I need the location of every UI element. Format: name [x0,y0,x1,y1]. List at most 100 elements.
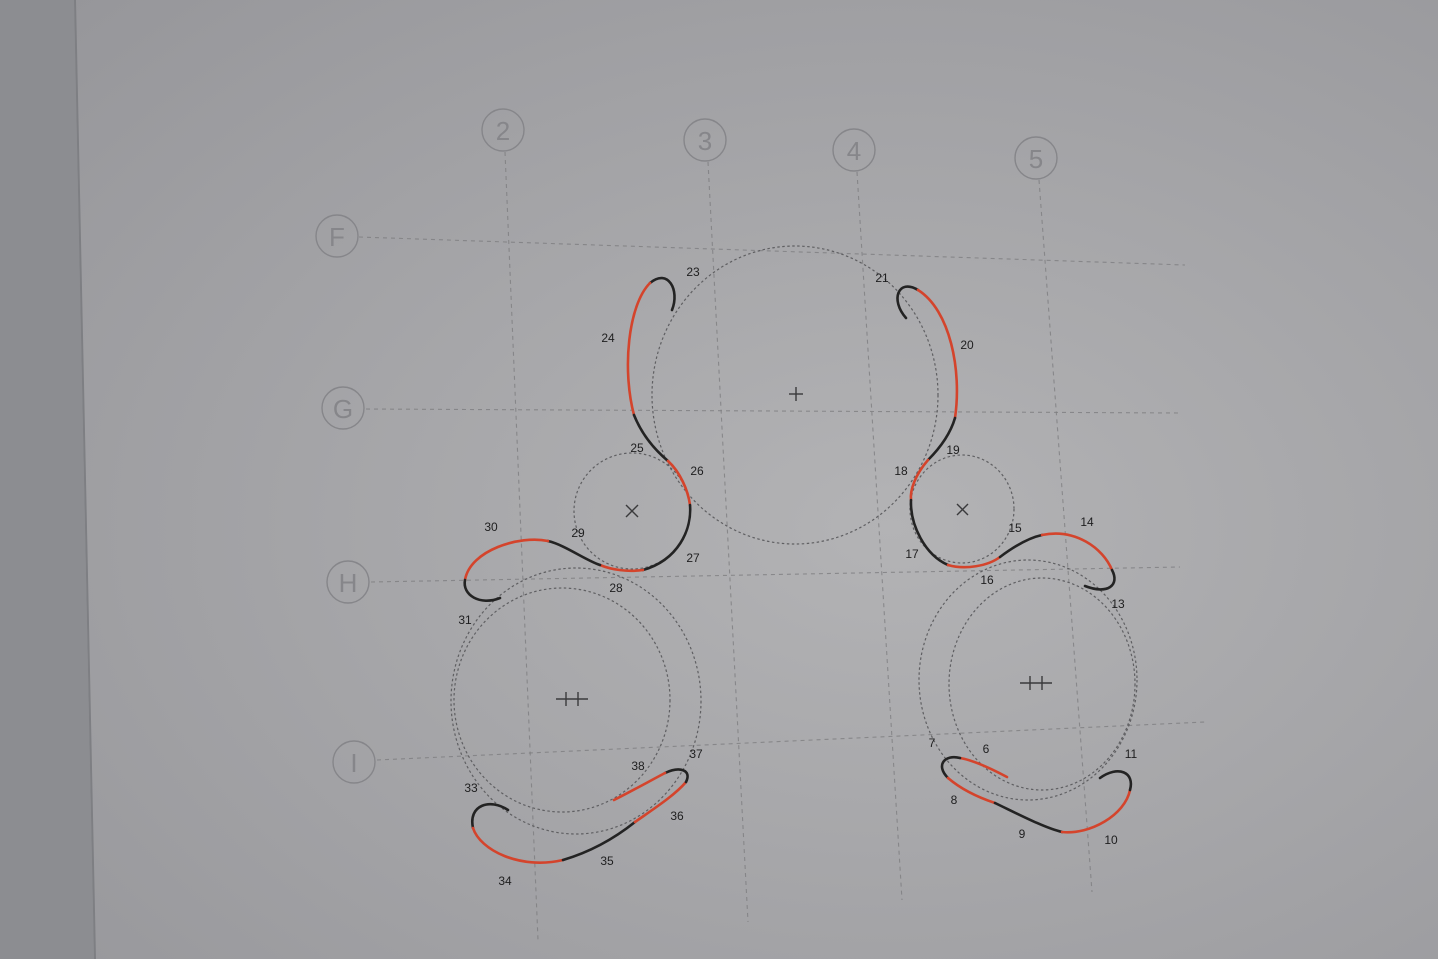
lower-right-inner-circle [948,577,1136,791]
axis-label: 4 [847,136,861,166]
point-label: 36 [670,809,684,823]
point-label: 24 [601,331,615,345]
curve-segment-red [626,281,652,417]
curve-segment-black [632,413,670,463]
curve-segment-black [546,539,602,567]
curve-chain-lower-right [940,755,1133,834]
axis-bubble [683,118,727,162]
point-label: 38 [631,759,645,773]
gridline-row-f [358,236,1186,266]
curve-segment-red [916,288,959,420]
curve-segment-black [470,802,510,830]
center-double-plus-icon [556,692,588,706]
point-label: 29 [571,526,585,540]
axis-bubble [832,128,876,172]
point-label: 30 [484,520,498,534]
curve-segment-red [463,538,550,582]
point-label: 11 [1125,747,1138,761]
axis-label: 2 [496,116,510,146]
grid-column-label-3: 3 [683,118,727,162]
page-edge [74,0,96,959]
grid-column-label-5: 5 [1014,136,1058,180]
grid-column-label-2: 2 [481,108,525,152]
curve-segment-red [666,459,692,507]
point-label: 18 [894,464,908,478]
point-label: 6 [983,742,990,756]
axis-bubble [315,214,359,258]
axis-label: 3 [698,126,712,156]
curve-segment-red [598,563,645,573]
point-label: 8 [951,793,958,807]
point-label: 37 [689,747,703,761]
curve-segment-black [1098,770,1133,792]
point-label: 16 [980,573,994,587]
point-label: 14 [1080,515,1094,529]
curve-segment-black [1083,568,1116,591]
curve-segment-black [641,503,692,572]
curve-segment-black [926,416,957,462]
point-label: 31 [458,613,472,627]
curve-segment-black [909,498,950,567]
point-label: 26 [690,464,704,478]
curve-chain-lower-left [470,768,689,864]
axis-label: 5 [1029,144,1043,174]
center-cross-icon [956,503,969,516]
point-label: 21 [875,271,889,285]
left-margin-strip [0,0,94,959]
large-construction-circle [651,245,939,545]
curve-segment-black [998,533,1044,559]
curve-segment-red [612,771,667,802]
center-double-plus-icon [1020,676,1052,690]
axis-bubble [332,740,376,784]
curve-segment-black [896,285,920,320]
axis-bubble [481,108,525,152]
point-label: 34 [498,874,512,888]
gridlines [358,151,1206,941]
point-label: 28 [609,581,623,595]
axis-label: F [329,222,345,252]
lower-right-outer-circle [918,559,1138,801]
point-label: 35 [600,854,614,868]
gridline-row-i [376,721,1206,761]
gridline-column-4 [856,171,903,901]
gridline-column-3 [707,161,749,923]
point-label: 19 [946,443,960,457]
axis-label: H [339,568,358,598]
curve-segment-black [561,820,637,862]
curve-segment-red [958,756,1009,779]
center-cross-icon [625,504,639,518]
curve-segment-red [946,555,1002,569]
axis-bubble [321,386,365,430]
point-label: 23 [686,265,700,279]
point-labels: 6 7 8 9 10 11 13 14 15 16 17 18 19 20 21… [458,265,1137,888]
curve-segment-red [1060,788,1132,834]
point-label: 33 [464,781,478,795]
axis-label: I [350,748,357,778]
gridline-column-2 [504,151,539,941]
gridline-row-h [370,566,1181,583]
curve-segment-red [633,780,688,824]
curve-segment-black [463,578,502,602]
point-label: 9 [1019,827,1026,841]
grid-row-label-i: I [332,740,376,784]
lower-left-outer-circle [450,567,702,835]
point-label: 7 [929,736,936,750]
curve-segment-red [471,826,565,864]
grid-row-label-g: G [321,386,365,430]
gridline-column-5 [1038,179,1093,893]
curve-segment-black [648,276,676,312]
axis-label: G [333,394,353,424]
grid-row-label-h: H [326,560,370,604]
point-label: 17 [905,547,919,561]
lower-left-inner-circle [453,587,671,813]
point-label: 20 [960,338,974,352]
curve-chain-upper-left [463,276,692,602]
point-label: 15 [1008,521,1022,535]
axis-bubble [326,560,370,604]
curve-segment-red [909,458,930,502]
point-label: 25 [630,441,644,455]
point-label: 13 [1111,597,1125,611]
curve-segment-red [946,776,997,805]
